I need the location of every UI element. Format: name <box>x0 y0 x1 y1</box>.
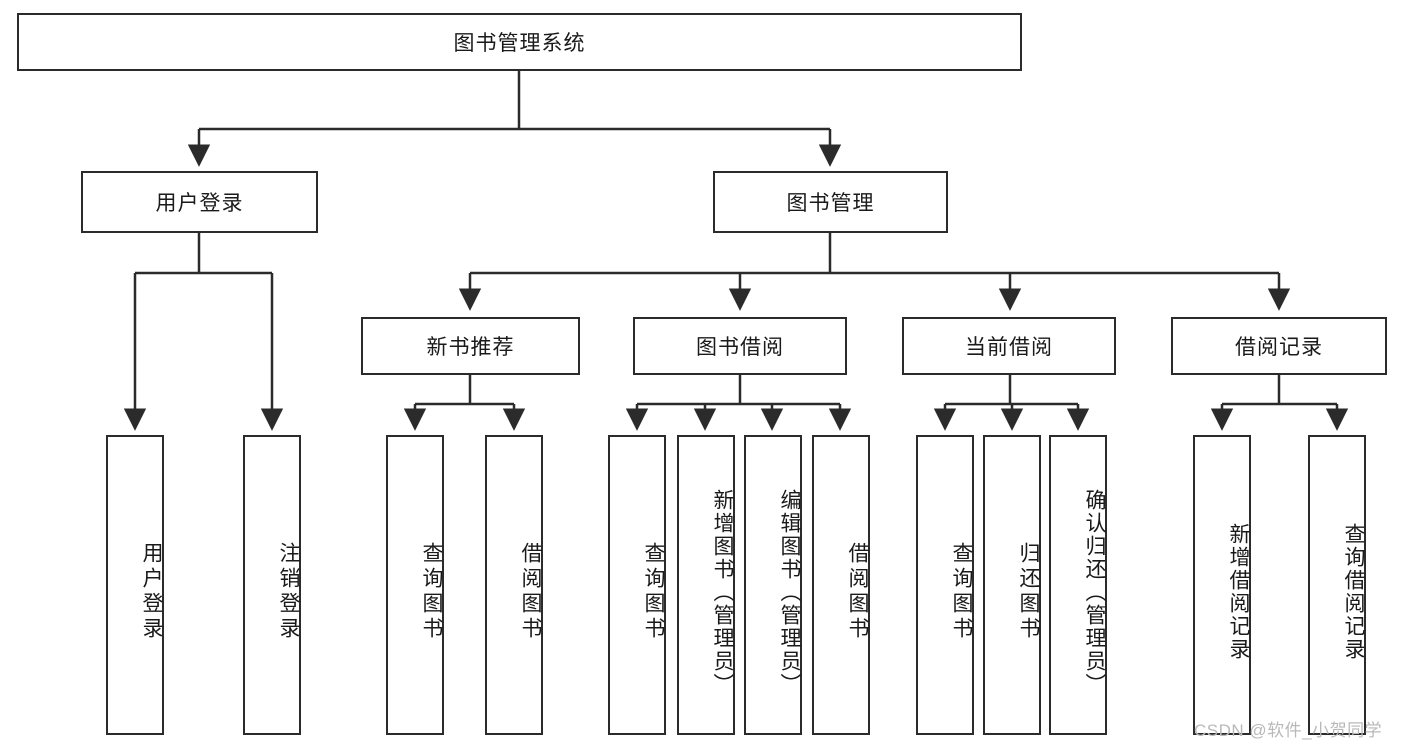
node-leaf-borrow-book-1-label: 借阅图书 <box>519 542 542 642</box>
node-leaf-add-record[interactable]: 新增借阅记录 <box>1193 435 1251 735</box>
node-leaf-return-book[interactable]: 归还图书 <box>983 435 1041 735</box>
node-book-manage[interactable]: 图书管理 <box>713 171 948 233</box>
node-leaf-query-book-2-label: 查询图书 <box>642 542 665 642</box>
node-leaf-query-record-label: 查询借阅记录 <box>1342 523 1365 661</box>
node-book-borrow[interactable]: 图书借阅 <box>633 317 847 375</box>
node-leaf-user-logout[interactable]: 注销登录 <box>243 435 301 735</box>
node-new-book-rec-label: 新书推荐 <box>426 336 515 359</box>
node-leaf-return-book-label: 归还图书 <box>1017 542 1040 642</box>
node-leaf-query-book-3[interactable]: 查询图书 <box>916 435 974 735</box>
watermark: CSDN @软件_小贺同学 <box>1194 721 1383 740</box>
node-leaf-borrow-book-2[interactable]: 借阅图书 <box>812 435 870 735</box>
node-leaf-query-book-1-label: 查询图书 <box>420 542 443 642</box>
node-leaf-edit-book-label: 编辑图书（管理员） <box>778 488 801 696</box>
node-leaf-query-record[interactable]: 查询借阅记录 <box>1308 435 1366 735</box>
node-current-borrow[interactable]: 当前借阅 <box>902 317 1116 375</box>
node-leaf-add-book-label: 新增图书（管理员） <box>711 488 734 696</box>
node-borrow-record[interactable]: 借阅记录 <box>1171 317 1387 375</box>
node-user-login-label: 用户登录 <box>155 192 244 215</box>
node-leaf-user-login[interactable]: 用户登录 <box>106 435 164 735</box>
node-leaf-query-book-3-label: 查询图书 <box>950 542 973 642</box>
node-book-manage-label: 图书管理 <box>786 192 875 215</box>
node-leaf-user-logout-label: 注销登录 <box>277 542 300 642</box>
node-leaf-borrow-book-2-label: 借阅图书 <box>846 542 869 642</box>
node-leaf-confirm-return-label: 确认归还（管理员） <box>1083 488 1106 696</box>
node-new-book-rec[interactable]: 新书推荐 <box>361 317 580 375</box>
node-leaf-borrow-book-1[interactable]: 借阅图书 <box>485 435 543 735</box>
node-borrow-record-label: 借阅记录 <box>1235 336 1323 359</box>
node-root-label: 图书管理系统 <box>453 32 586 55</box>
node-user-login[interactable]: 用户登录 <box>81 171 318 233</box>
node-leaf-query-book-1[interactable]: 查询图书 <box>386 435 444 735</box>
node-leaf-add-record-label: 新增借阅记录 <box>1227 523 1250 661</box>
node-leaf-add-book[interactable]: 新增图书（管理员） <box>677 435 735 735</box>
node-book-borrow-label: 图书借阅 <box>696 336 784 359</box>
node-leaf-confirm-return[interactable]: 确认归还（管理员） <box>1049 435 1107 735</box>
node-leaf-edit-book[interactable]: 编辑图书（管理员） <box>744 435 802 735</box>
node-leaf-user-login-label: 用户登录 <box>140 542 163 642</box>
node-leaf-query-book-2[interactable]: 查询图书 <box>608 435 666 735</box>
node-current-borrow-label: 当前借阅 <box>965 336 1053 359</box>
node-root[interactable]: 图书管理系统 <box>17 13 1022 71</box>
